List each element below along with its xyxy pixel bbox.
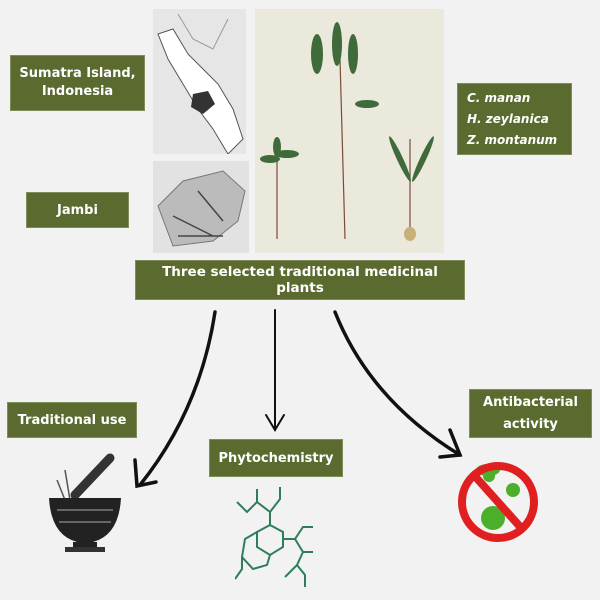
phytochemistry-label: Phytochemistry <box>209 439 343 477</box>
sumatra-map <box>153 9 246 154</box>
mortar-pestle-icon <box>49 453 121 552</box>
antibacterial-line-2: activity <box>503 416 558 432</box>
species-z-montanum: Z. montanum <box>467 132 558 147</box>
location-label: Sumatra Island, Indonesia <box>10 55 145 111</box>
molecule-structure-icon <box>235 487 313 587</box>
province-label: Jambi <box>26 192 129 228</box>
species-label: C. manan H. zeylanica Z. montanum <box>457 83 572 155</box>
no-bacteria-icon <box>458 462 538 542</box>
plants-illustration <box>255 9 444 253</box>
arrow-antibacterial <box>333 310 462 457</box>
traditional-use-label: Traditional use <box>7 402 137 438</box>
location-line-2: Indonesia <box>41 84 114 99</box>
main-title-box: Three selected traditional medicinal pla… <box>135 260 465 300</box>
jambi-region <box>191 91 215 114</box>
arrow-traditional-use <box>138 310 217 487</box>
jambi-map <box>153 161 249 253</box>
location-line-1: Sumatra Island, <box>19 66 136 81</box>
antibacterial-line-1: Antibacterial <box>483 394 578 410</box>
antibacterial-label: Antibacterial activity <box>469 389 592 438</box>
species-h-zeylanica: H. zeylanica <box>467 111 549 126</box>
species-c-manan: C. manan <box>467 90 531 105</box>
